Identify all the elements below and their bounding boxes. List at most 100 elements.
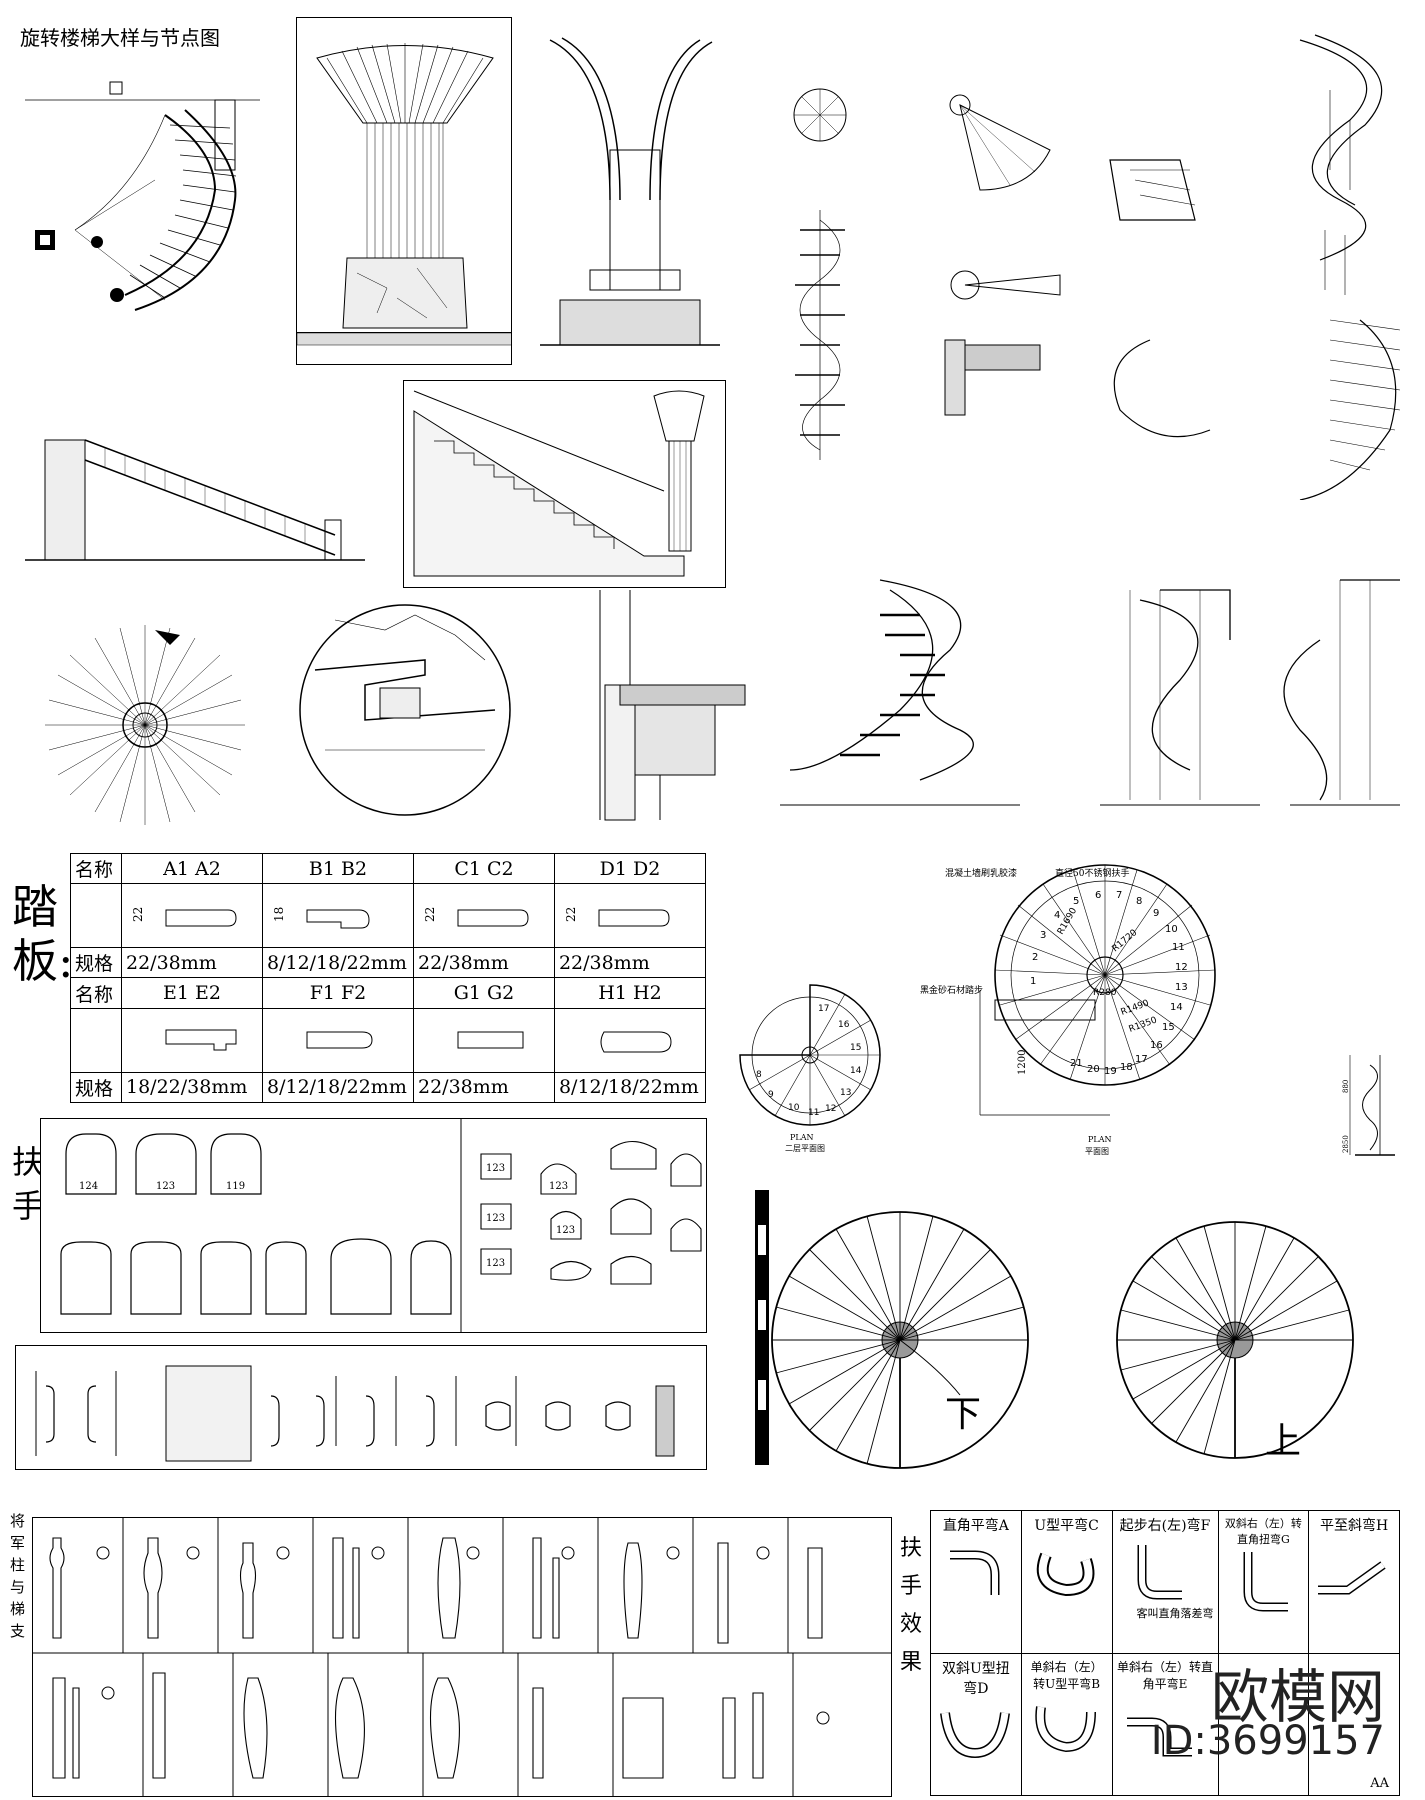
- name-header-2: 名称: [70, 977, 122, 1009]
- step-number: 18: [1120, 1062, 1133, 1073]
- bend-a-cell: 直角平弯A: [930, 1510, 1022, 1654]
- tread-profile-h: [553, 1007, 707, 1073]
- bend-empty-cell-2: AA: [1308, 1653, 1400, 1796]
- step-number: 17: [818, 1004, 829, 1014]
- bend-c-label: U型平弯C: [1034, 1518, 1099, 1534]
- radius-label: R280: [1093, 988, 1117, 998]
- detail-circle: [299, 604, 511, 816]
- tread-name-c: C1 C2: [412, 852, 555, 885]
- step-number: 20: [1087, 1064, 1100, 1075]
- step-number: 12: [825, 1104, 836, 1114]
- tread-name-d: D1 D2: [553, 852, 707, 885]
- watermark-id: ID:3699157: [1150, 1718, 1385, 1764]
- bend-f-cell: 起步右(左)弯F 客叫直角落差弯: [1111, 1510, 1219, 1654]
- handrail-side-label: 扶手: [12, 1143, 45, 1225]
- profile-number: 123: [486, 1163, 505, 1174]
- bend-b-cell: 单斜右（左）转U型平弯B: [1020, 1653, 1113, 1796]
- bend-d-cell: 双斜U型扭弯D: [930, 1653, 1022, 1796]
- tread-profile-d: 22: [553, 883, 707, 949]
- step-number: 14: [850, 1066, 862, 1076]
- tread-spec-b: 8/12/18/22mm: [261, 947, 414, 979]
- tread-spec-f: 8/12/18/22mm: [261, 1071, 414, 1104]
- bend-h-cell: 平至斜弯H: [1308, 1510, 1400, 1654]
- second-floor-caption: 二层平面图: [785, 1144, 825, 1153]
- step-number: 14: [1170, 1002, 1183, 1013]
- step-number: 21: [1070, 1058, 1083, 1069]
- tread-table: 名称 A1 A2 B1 B2 C1 C2 D1 D2 22 18 22 22 规…: [70, 852, 707, 1104]
- handrail-profiles-panel: 124 123 119 123 123 123 123 123: [40, 1118, 707, 1333]
- profile-number: 123: [156, 1181, 175, 1192]
- tread-spec-d: 22/38mm: [553, 947, 707, 979]
- curved-stair-plan: [25, 81, 260, 311]
- tread-name-a: A1 A2: [121, 852, 263, 885]
- bend-g-label: 双斜右（左）转直角扭弯G: [1224, 1517, 1302, 1546]
- treads-side-label: 踏板:: [12, 880, 74, 988]
- bends-side-label: 扶手效果: [900, 1536, 923, 1675]
- node-section: [599, 590, 746, 821]
- step-number: 15: [1162, 1022, 1175, 1033]
- tread-spec-g: 22/38mm: [412, 1071, 555, 1104]
- newel-posts-panel: [32, 1517, 892, 1797]
- tread-profile-b: 18: [261, 883, 414, 949]
- note-stone: 黑金砂石材踏步: [920, 986, 984, 996]
- profile-number: 119: [226, 1181, 245, 1192]
- step-number: 3: [1040, 930, 1046, 941]
- step-number: 6: [1095, 890, 1101, 901]
- tread-spec-c: 22/38mm: [412, 947, 555, 979]
- step-number: 2: [1032, 952, 1038, 963]
- column-elevation-panel: [296, 17, 512, 365]
- semicircle-plans: [755, 1190, 1354, 1469]
- note-wall: 混凝土墙刷乳胶漆: [945, 869, 1018, 879]
- second-floor-plan: 17 16 15 14 13 12 11 10 9 8 PLAN 二层平面图: [739, 984, 881, 1153]
- svg-text:22: 22: [131, 906, 145, 921]
- spiral-elevations: [780, 579, 1400, 806]
- svg-text:22: 22: [423, 906, 437, 921]
- step-number: 4: [1054, 910, 1060, 921]
- step-number: 13: [1175, 982, 1188, 993]
- tread-spec-h: 8/12/18/22mm: [553, 1071, 707, 1104]
- bend-table: 直角平弯A U型平弯C 起步右(左)弯F 客叫直角落差弯 双斜右（左）转直角扭弯…: [930, 1510, 1400, 1796]
- bend-c-cell: U型平弯C: [1020, 1510, 1113, 1654]
- bend-g-cell: 双斜右（左）转直角扭弯G: [1217, 1510, 1310, 1654]
- tread-profile-e: [121, 1007, 263, 1073]
- step-number: 11: [1172, 942, 1185, 953]
- newel-side-label: 将军柱与梯支: [10, 1512, 26, 1640]
- stand-section: [540, 37, 720, 346]
- straight-stair-elevation: [25, 439, 365, 561]
- step-number: 9: [768, 1090, 774, 1100]
- watermark-brand: 欧模网: [1210, 1663, 1385, 1731]
- bend-b-label: 单斜右（左）转U型平弯B: [1030, 1660, 1103, 1691]
- tread-profile-c: 22: [412, 883, 555, 949]
- step-number: 8: [1136, 896, 1142, 907]
- tread-name-b: B1 B2: [261, 852, 414, 885]
- svg-text:22: 22: [564, 906, 578, 921]
- spec-header: 规格: [70, 947, 122, 979]
- name-header: 名称: [70, 852, 122, 885]
- stair-section-panel: [403, 380, 726, 588]
- bend-empty-cell-1: [1217, 1653, 1310, 1796]
- down-label: 下: [945, 1394, 982, 1435]
- bend-h-label: 平至斜弯H: [1320, 1518, 1389, 1534]
- dim-1200: 1200: [1017, 1050, 1028, 1075]
- step-number: 10: [788, 1103, 800, 1113]
- mini-elevation: 880 2850: [1342, 1055, 1395, 1156]
- floor-plan: 1200 R1690 R1720 R1490 R1350 R280 1 2 3 …: [979, 864, 1216, 1156]
- step-number: 11: [808, 1108, 819, 1118]
- tread-profile-g: [412, 1007, 555, 1073]
- tread-profile-a: 22: [121, 883, 263, 949]
- tread-spec-e: 18/22/38mm: [121, 1071, 263, 1104]
- bend-f-label: 起步右(左)弯F: [1119, 1518, 1211, 1534]
- floor-plan-caption: 平面图: [1085, 1147, 1109, 1156]
- profile-number: 123: [549, 1181, 568, 1192]
- profile-number: 124: [79, 1181, 98, 1192]
- profile-number: 123: [486, 1213, 505, 1224]
- tread-name-e: E1 E2: [121, 977, 263, 1009]
- step-number: 19: [1104, 1066, 1117, 1077]
- tread-spec-a: 22/38mm: [121, 947, 263, 979]
- bend-d-label: 双斜U型扭弯D: [941, 1661, 1010, 1697]
- tread-profile-f: [261, 1007, 414, 1073]
- step-number: 1: [1030, 976, 1036, 987]
- step-number: 7: [1116, 890, 1122, 901]
- step-number: 13: [840, 1088, 851, 1098]
- step-number: 8: [756, 1070, 762, 1080]
